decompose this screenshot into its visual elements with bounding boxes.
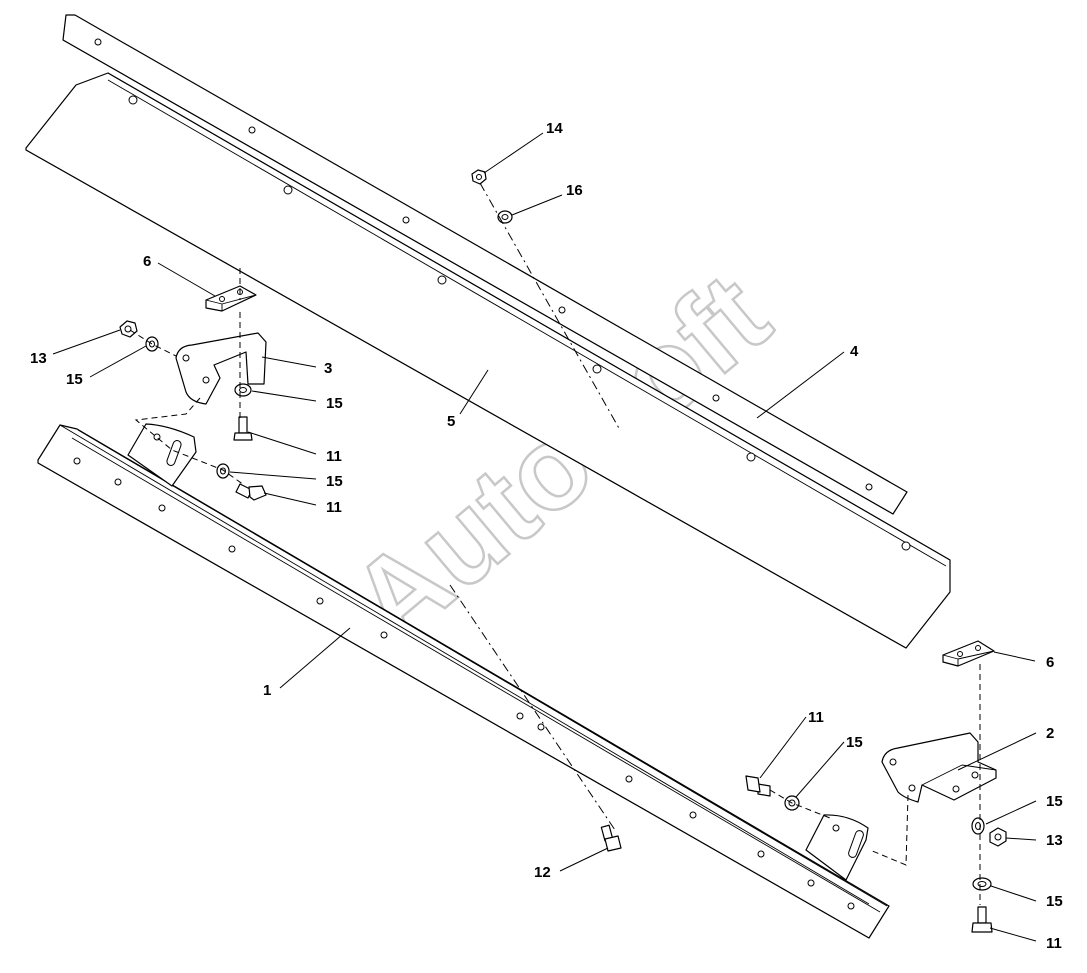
callout-5: 5 [447, 413, 455, 430]
callout-4: 4 [850, 343, 859, 360]
callout-6-upper: 6 [143, 253, 151, 270]
part-15-washer-a [145, 336, 159, 352]
callout-15-d: 15 [846, 734, 863, 751]
callout-15-f: 15 [1046, 893, 1063, 910]
part-1-angle-bar [37, 423, 890, 939]
part-15-washer-b [234, 383, 252, 397]
part-11-bolt-c [745, 775, 771, 797]
part-3-bracket [175, 332, 267, 405]
callout-12: 12 [534, 864, 551, 881]
callout-16: 16 [566, 182, 583, 199]
callout-11-a: 11 [326, 448, 342, 465]
part-14-nut [471, 169, 487, 185]
callout-13-left: 13 [30, 350, 47, 367]
part-6-spacer-upper [205, 285, 257, 312]
callout-15-c: 15 [326, 473, 343, 490]
callout-15-a: 15 [66, 371, 83, 388]
callout-3: 3 [324, 360, 332, 377]
callout-1: 1 [263, 682, 271, 699]
part-2-bracket [881, 732, 997, 803]
part-15-washer-c [216, 463, 230, 479]
part-6-spacer-lower [942, 640, 995, 667]
part-15-washer-e [971, 817, 985, 835]
part-13-nut-right [989, 827, 1007, 847]
callout-11-b: 11 [326, 499, 342, 516]
callout-15-b: 15 [326, 395, 343, 412]
part-5-plate [25, 72, 951, 649]
callout-6-lower: 6 [1046, 654, 1054, 671]
part-4-strip [62, 14, 908, 515]
leader-lines [52, 132, 1037, 942]
part-11-bolt-d [971, 906, 993, 933]
part-11-bolt-b [235, 483, 267, 501]
callout-labels: 14 16 6 4 13 15 3 15 5 11 15 11 6 1 11 1… [30, 120, 1063, 952]
callout-2: 2 [1046, 725, 1054, 742]
part-13-nut-left [119, 320, 138, 338]
callout-11-c: 11 [808, 709, 824, 726]
callout-14: 14 [546, 120, 563, 137]
part-16-washer [497, 210, 513, 224]
callout-13-right: 13 [1046, 832, 1063, 849]
callout-15-e: 15 [1046, 793, 1063, 810]
part-12-bolt [600, 824, 622, 852]
assembly-lines [129, 182, 981, 905]
part-11-bolt-a [233, 416, 253, 441]
callout-11-d: 11 [1046, 935, 1062, 952]
part-15-washer-f [972, 877, 992, 891]
